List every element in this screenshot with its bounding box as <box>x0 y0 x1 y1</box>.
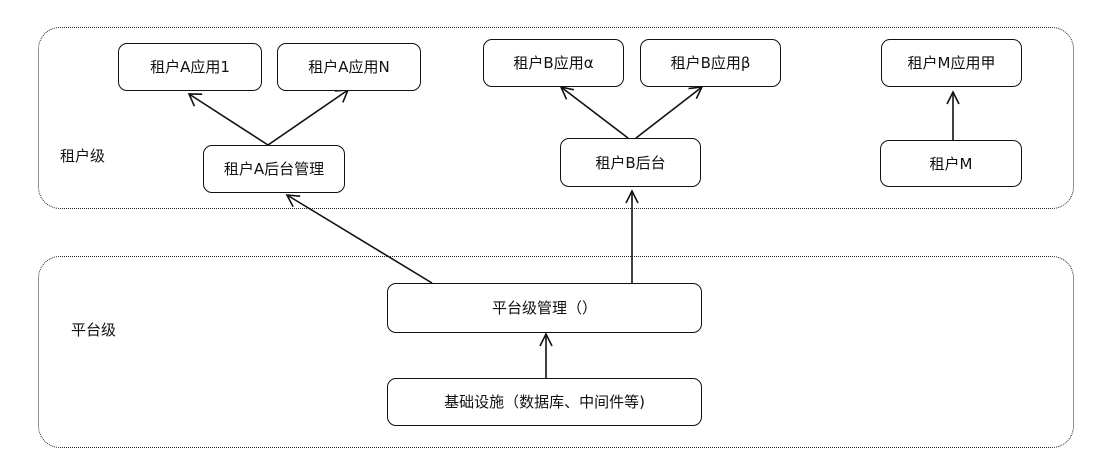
tenant-level-label: 租户级 <box>60 147 106 165</box>
tenant-m-app-jia-node: 租户M应用甲 <box>881 39 1022 87</box>
platform-level-region <box>38 256 1074 448</box>
tenant-b-app-beta-node: 租户B应用β <box>640 39 781 87</box>
tenant-a-backend-node: 租户A后台管理 <box>203 145 345 193</box>
platform-management-node: 平台级管理（） <box>387 283 702 333</box>
tenant-b-app-alpha-node: 租户B应用α <box>483 39 624 87</box>
tenant-m-node: 租户M <box>880 140 1022 187</box>
tenant-b-backend-node: 租户B后台 <box>560 138 701 187</box>
infrastructure-node: 基础设施（数据库、中间件等) <box>387 378 702 426</box>
tenant-level-region <box>38 27 1074 209</box>
platform-level-label: 平台级 <box>71 321 117 339</box>
tenant-a-app-n-node: 租户A应用N <box>277 43 421 91</box>
tenant-a-app-1-node: 租户A应用1 <box>118 43 262 91</box>
